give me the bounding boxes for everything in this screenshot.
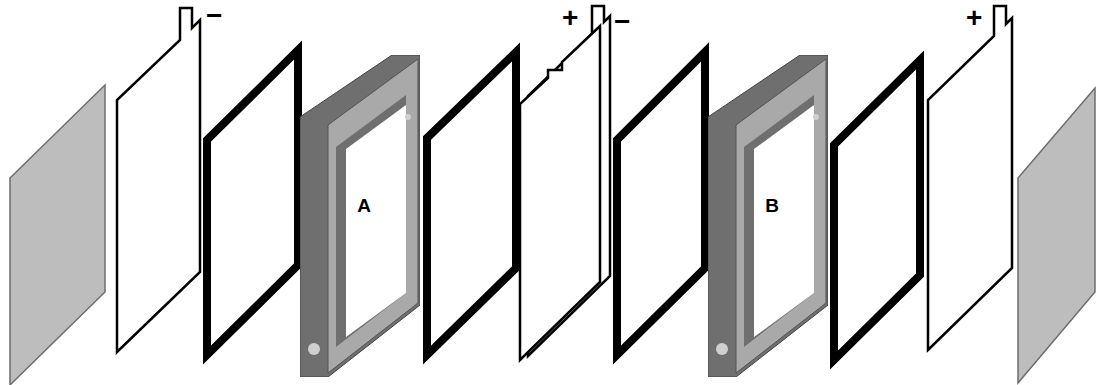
frame-inner-edge (744, 95, 814, 347)
frame-outer (300, 55, 420, 377)
port-hole (716, 343, 728, 355)
end-plate (10, 85, 105, 385)
port-hole (405, 114, 411, 120)
gasket (834, 60, 920, 360)
gasket (427, 52, 516, 355)
cell-frame: A (300, 55, 420, 377)
cell-frame: B (708, 55, 828, 377)
frame-inner-edge (336, 95, 406, 347)
port-hole (813, 114, 819, 120)
bipolar-electrode (520, 26, 600, 360)
polarity-sign: − (206, 2, 222, 30)
electrode (928, 6, 1012, 350)
polarity-sign: + (562, 4, 578, 32)
gasket (617, 52, 705, 355)
frame-outline (708, 55, 828, 377)
frame-face (328, 59, 418, 373)
gasket (207, 50, 298, 355)
frame-outline (300, 55, 420, 377)
end-plate (1018, 88, 1095, 383)
polarity-sign: + (966, 4, 982, 32)
frame-window (754, 105, 814, 337)
frame-face (736, 59, 826, 373)
port-hole (308, 343, 320, 355)
electrode (117, 8, 200, 352)
frame-letter: B (765, 196, 779, 215)
frame-outer (708, 55, 828, 377)
polarity-sign: − (614, 8, 630, 36)
frame-letter: A (357, 196, 371, 215)
frame-window (346, 105, 406, 337)
